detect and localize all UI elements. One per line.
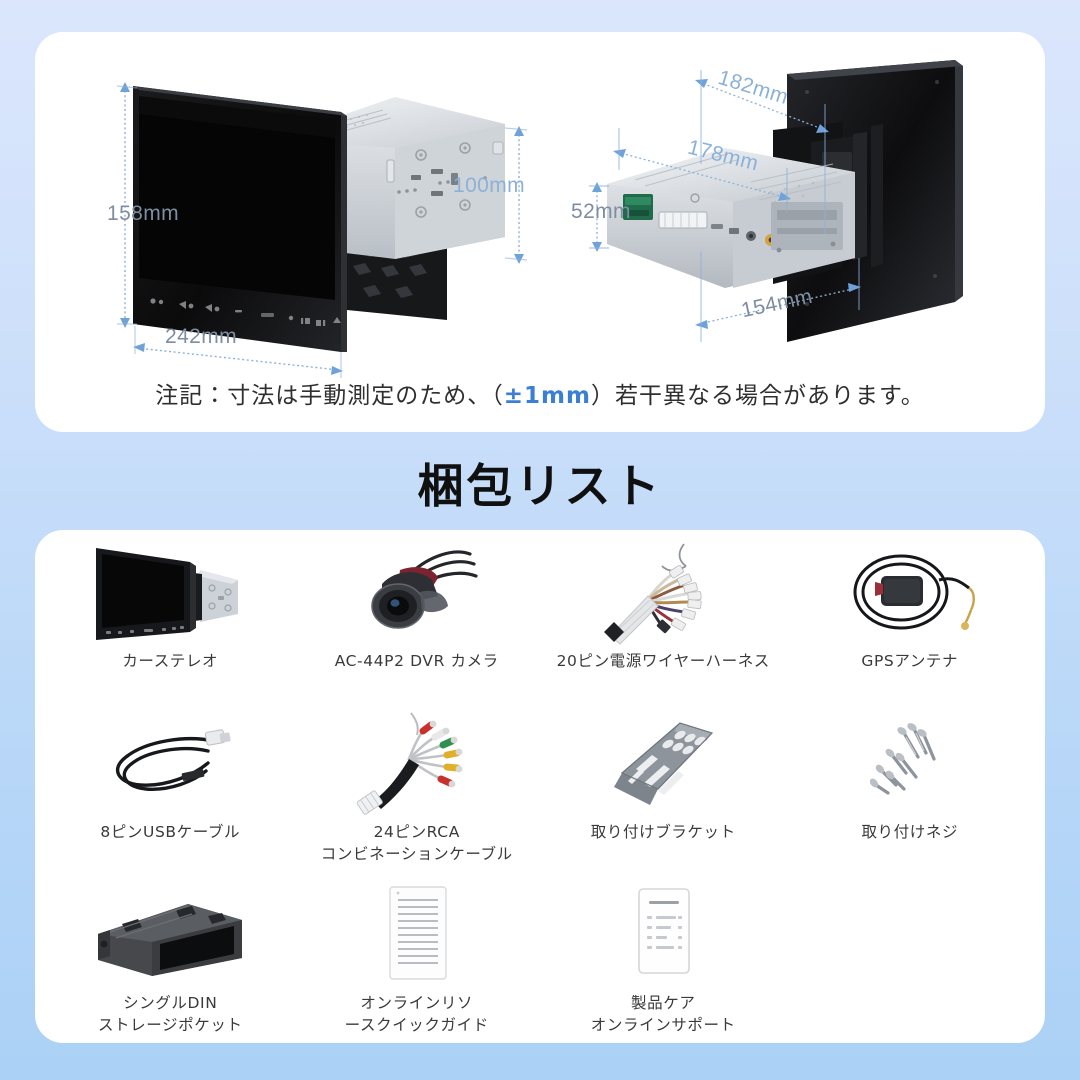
packing-item-label: 取り付けブラケット — [590, 823, 736, 841]
rear-view-illustration — [589, 60, 963, 342]
chassis-ports — [386, 141, 504, 218]
gps-antenna-icon — [787, 538, 1034, 646]
packing-item-label: GPSアンテナ — [861, 652, 959, 670]
packing-item-label: 20ピン電源ワイヤーハーネス — [556, 652, 770, 670]
chassis-right-panel — [771, 202, 843, 253]
dimension-label-depth: 100mm — [453, 174, 526, 197]
packing-item-label: オンラインリソ ースクイックガイド — [344, 994, 489, 1034]
packing-item-mounting-bracket: 取り付けブラケット — [540, 709, 787, 880]
packing-item-product-care: 製品ケア オンラインサポート — [540, 880, 787, 1051]
wire-harness-icon — [540, 538, 787, 646]
dimension-label-chassis-height: 52mm — [571, 200, 631, 223]
bracket-icon — [540, 709, 787, 817]
chassis-depth-dimension-line — [613, 128, 791, 212]
packing-item-gps-antenna: GPSアンテナ — [787, 538, 1034, 709]
note-tolerance: ±1mm — [503, 383, 591, 409]
packing-item-label: 製品ケア オンラインサポート — [590, 994, 736, 1034]
packing-item-label: 取り付けネジ — [861, 823, 959, 841]
packing-item-car-stereo: カーステレオ — [47, 538, 294, 709]
packing-item-storage-pocket: シングルDIN ストレージポケット — [47, 880, 294, 1051]
section-heading: 梱包リスト — [417, 459, 663, 513]
lined-document-icon — [294, 880, 541, 988]
overall-depth-dimension-line — [695, 70, 829, 234]
screws-icon — [787, 709, 1034, 817]
packing-item-label: 8ピンUSBケーブル — [100, 823, 241, 841]
chassis-height-dimension-line — [589, 182, 609, 252]
depth-dimension-line — [504, 126, 528, 264]
panel-touch-icons — [150, 298, 341, 326]
packing-item-rca-cable: 24ピンRCA コンビネーションケーブル — [294, 709, 541, 880]
packing-list-grid: カーステレオ — [35, 530, 1045, 1043]
front-view-illustration — [116, 82, 528, 378]
din-pocket-icon — [47, 880, 294, 988]
head-unit-icon — [47, 538, 294, 646]
packing-item-dvr-camera: AC-44P2 DVR カメラ — [294, 538, 541, 709]
rear-connectors — [623, 193, 803, 250]
dimension-label-width: 242mm — [165, 325, 238, 348]
packing-item-usb-cable: 8ピンUSBケーブル — [47, 709, 294, 880]
packing-item-quick-guide: オンラインリソ ースクイックガイド — [294, 880, 541, 1051]
packing-item-mounting-screws: 取り付けネジ — [787, 709, 1034, 880]
front-view-diagram: 158mm 242mm 100mm — [95, 52, 535, 382]
support-document-icon — [540, 880, 787, 988]
dimension-label-height: 158mm — [107, 202, 180, 225]
packing-list-card: カーステレオ — [35, 530, 1045, 1043]
chassis-width-dimension-line — [695, 252, 861, 342]
packing-item-label: AC-44P2 DVR カメラ — [334, 652, 499, 670]
note-suffix: ）若干異なる場合があります。 — [591, 383, 925, 409]
width-dimension-line — [133, 326, 343, 378]
packing-item-label: カーステレオ — [122, 652, 219, 670]
packing-item-label: シングルDIN ストレージポケット — [97, 994, 243, 1034]
packing-item-power-harness: 20ピン電源ワイヤーハーネス — [540, 538, 787, 709]
measurement-note: 注記：寸法は手動測定のため、（±1mm）若干異なる場合があります。 — [35, 376, 1045, 410]
height-dimension-line — [116, 82, 138, 328]
display-panel — [133, 86, 347, 352]
packing-item-label: 24ピンRCA コンビネーションケーブル — [320, 823, 513, 863]
dash-camera-icon — [294, 538, 541, 646]
rca-cable-icon — [294, 709, 541, 817]
note-prefix: 注記：寸法は手動測定のため、（ — [155, 383, 504, 409]
dimensions-card: 158mm 242mm 100mm — [35, 32, 1045, 432]
usb-cable-icon — [47, 709, 294, 817]
rear-view-diagram: 182mm 178mm 52mm 154mm — [571, 52, 1015, 382]
